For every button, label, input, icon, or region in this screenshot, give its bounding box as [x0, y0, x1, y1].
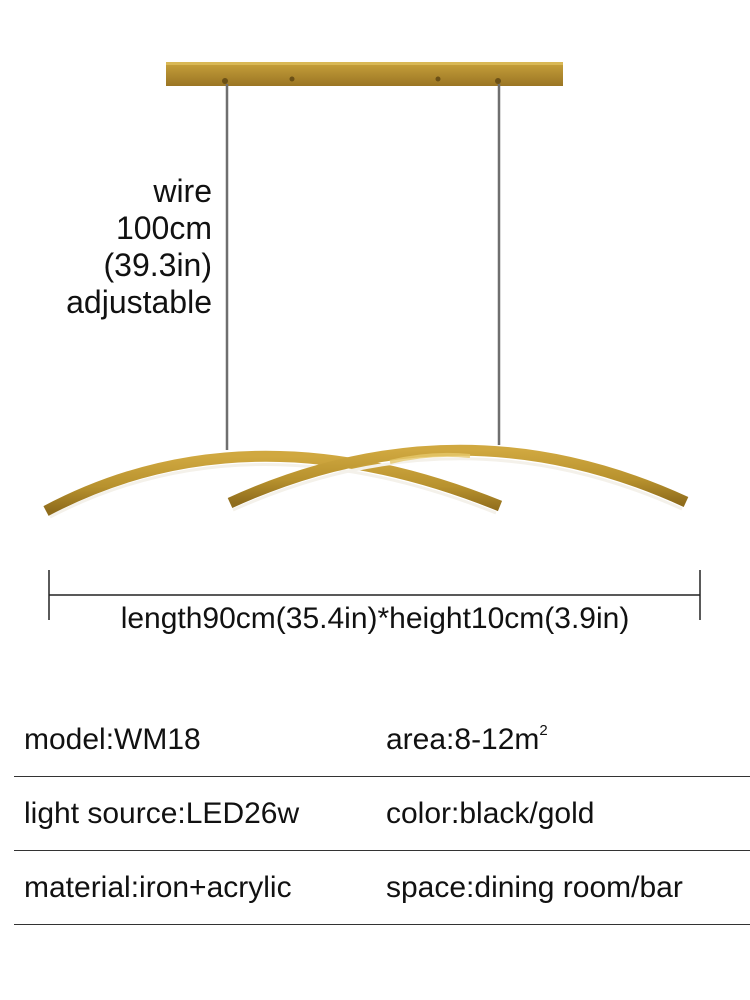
ceiling-canopy-icon: [166, 62, 563, 86]
suspension-wires: [225, 84, 501, 450]
spec-model: model:WM18: [24, 722, 201, 756]
spec-area-text: area:8-12m: [386, 722, 540, 756]
spec-row: model:WM18 area:8-12m2: [14, 703, 750, 777]
spec-row: light source:LED26w color:black/gold: [14, 777, 750, 851]
spec-color: color:black/gold: [386, 796, 595, 830]
wire-label-line: 100cm: [115, 210, 212, 246]
arc-lamp-icon: [227, 444, 689, 512]
dimension-line: [48, 570, 701, 620]
spec-space: space:dining room/bar: [386, 870, 683, 904]
lamp-illustration: [43, 62, 689, 519]
wire-label-line: wire: [153, 173, 212, 209]
spec-row: material:iron+acrylic space:dining room/…: [14, 851, 750, 925]
spec-area: area:8-12m2: [386, 723, 750, 757]
spec-area-sup: 2: [539, 721, 548, 739]
wire-label-line: (39.3in): [103, 247, 213, 283]
spec-table: model:WM18 area:8-12m2 light source:LED2…: [14, 703, 750, 925]
wire-label-line: adjustable: [66, 284, 212, 320]
spec-light-source: light source:LED26w: [24, 796, 300, 830]
wire-label: wire 100cm (39.3in) adjustable: [66, 173, 212, 321]
arc-lamp-icon: [43, 450, 503, 519]
spec-material: material:iron+acrylic: [24, 870, 292, 904]
dimension-text: length90cm(35.4in)*height10cm(3.9in): [120, 602, 630, 635]
